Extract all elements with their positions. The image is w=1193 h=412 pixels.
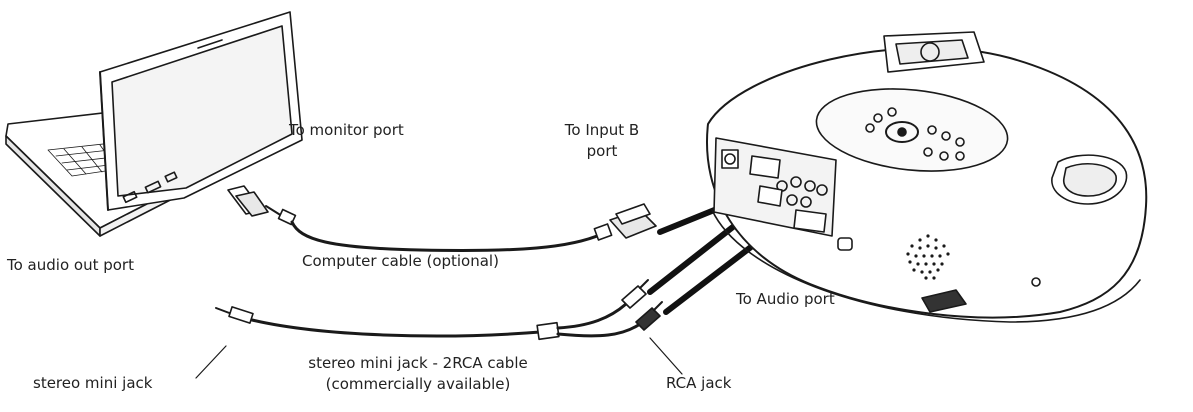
label-computer-cable: Computer cable (optional) [302,252,499,270]
label-to-monitor-port: To monitor port [289,121,404,139]
label-cable-name-line1: stereo mini jack - 2RCA cable [308,354,528,372]
stereo-rca-cable [215,279,663,341]
speaker-grille-icon [906,234,950,280]
laptop-icon [5,11,303,237]
callout-lines [195,337,683,379]
label-stereo-mini-jack: stereo mini jack [33,374,153,392]
label-to-input-b-line2: port [586,142,618,160]
label-to-input-b-line1: To Input B [564,121,640,139]
label-rca-jack: RCA jack [666,374,732,392]
computer-cable [227,185,657,252]
projector-icon [706,31,1148,323]
label-to-audio-out-port: To audio out port [7,256,134,274]
label-cable-name-line2: (commercially available) [325,375,511,393]
label-to-audio-port: To Audio port [736,290,835,308]
